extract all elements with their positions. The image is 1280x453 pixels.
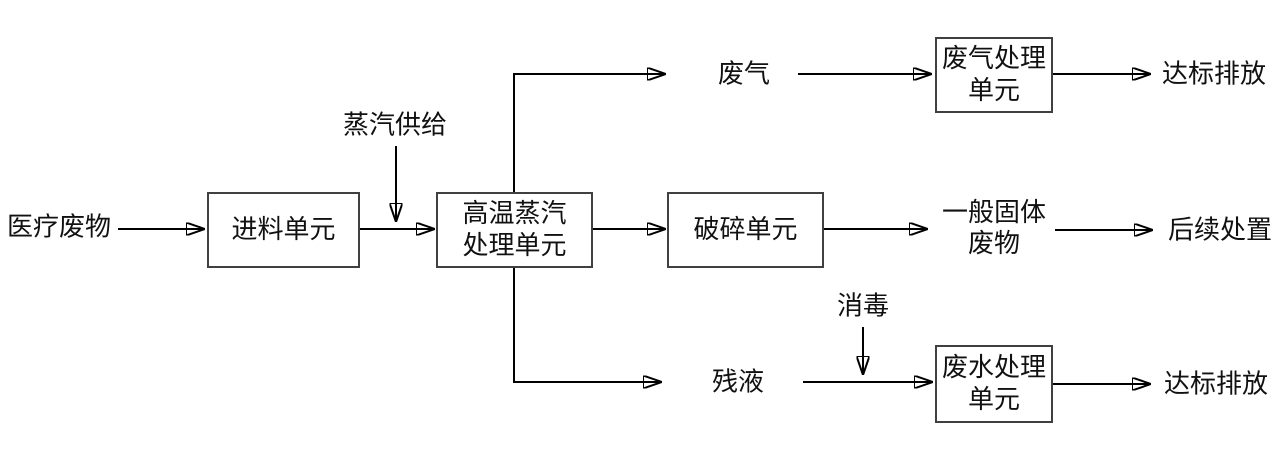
label-discharge-top: 达标排放 — [1161, 59, 1267, 89]
label-disinfection: 消毒 — [836, 291, 890, 321]
node-water-treatment-line1: 废水处理 — [941, 353, 1046, 382]
node-steam-treatment-line2: 处理单元 — [462, 231, 567, 260]
node-gas-treatment-line1: 废气处理 — [941, 44, 1046, 73]
label-general-solid-waste-line2: 废物 — [967, 229, 1021, 258]
arrow-steam-treatment-to-residual-liquid — [513, 268, 661, 382]
node-feed-unit: 进料单元 — [207, 192, 360, 268]
node-steam-treatment-unit: 高温蒸汽 处理单元 — [436, 192, 593, 268]
label-followup-disposal: 后续处置 — [1167, 215, 1273, 245]
label-medical-waste: 医疗废物 — [6, 212, 112, 242]
label-discharge-bottom: 达标排放 — [1163, 369, 1269, 399]
node-gas-treatment-unit: 废气处理 单元 — [935, 37, 1053, 113]
node-crushing-unit-label: 破碎单元 — [693, 215, 798, 244]
label-waste-gas: 废气 — [717, 59, 771, 89]
node-water-treatment-unit: 废水处理 单元 — [935, 345, 1053, 423]
node-feed-unit-label: 进料单元 — [231, 215, 336, 244]
label-steam-supply: 蒸汽供给 — [342, 110, 448, 140]
label-residual-liquid: 残液 — [711, 367, 765, 397]
arrow-steam-treatment-to-waste-gas — [513, 74, 665, 192]
node-steam-treatment-line1: 高温蒸汽 — [462, 199, 567, 228]
node-water-treatment-line2: 单元 — [967, 385, 1020, 414]
label-general-solid-waste: 一般固体 废物 — [942, 197, 1046, 259]
label-general-solid-waste-line1: 一般固体 — [941, 198, 1047, 227]
node-gas-treatment-line2: 单元 — [967, 76, 1020, 105]
node-crushing-unit: 破碎单元 — [667, 192, 824, 268]
